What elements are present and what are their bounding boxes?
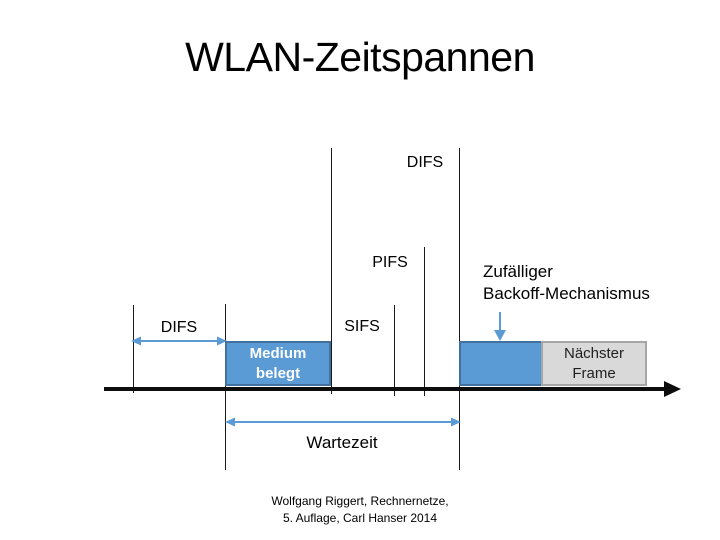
pifs-label: PIFS	[372, 254, 408, 271]
citation-line1: Wolfgang Riggert, Rechnernetze,	[271, 494, 449, 508]
backoff-slot-box	[459, 341, 543, 386]
slide-title: WLAN-Zeitspannen	[185, 34, 535, 80]
difs-left-label: DIFS	[160, 319, 198, 336]
citation: Wolfgang Riggert, Rechnernetze, 5. Aufla…	[0, 493, 720, 527]
pifs-line	[424, 247, 425, 396]
wartezeit-label: Wartezeit	[306, 433, 378, 452]
wartezeit-span-arrow-icon	[225, 417, 461, 427]
backoff-annotation-line1: Zufälliger	[483, 262, 553, 281]
backoff-pointer-arrow-icon	[494, 312, 506, 341]
next-frame-box-line2: Frame	[572, 364, 616, 382]
medium-busy-end-line	[331, 148, 332, 394]
backoff-annotation-line2: Backoff-Mechanismus	[483, 284, 650, 303]
citation-line2: 5. Auflage, Carl Hanser 2014	[282, 511, 438, 525]
next-frame-box-line1: Nächster	[563, 344, 625, 362]
medium-busy-box: Medium belegt	[225, 341, 331, 386]
backoff-start-line	[459, 148, 460, 470]
difs-span-arrow-icon	[131, 336, 227, 346]
next-frame-box: Nächster Frame	[541, 341, 647, 386]
time-axis-arrowhead-icon	[664, 381, 681, 397]
sifs-line	[394, 305, 395, 396]
medium-busy-box-line1: Medium	[249, 344, 307, 362]
medium-busy-box-line2: belegt	[255, 364, 301, 382]
sifs-label: SIFS	[344, 318, 380, 335]
difs-top-label: DIFS	[406, 154, 444, 171]
backoff-annotation: Zufälliger Backoff-Mechanismus	[483, 261, 650, 305]
difs-left-start-line	[133, 305, 134, 393]
time-axis-line	[104, 387, 666, 391]
